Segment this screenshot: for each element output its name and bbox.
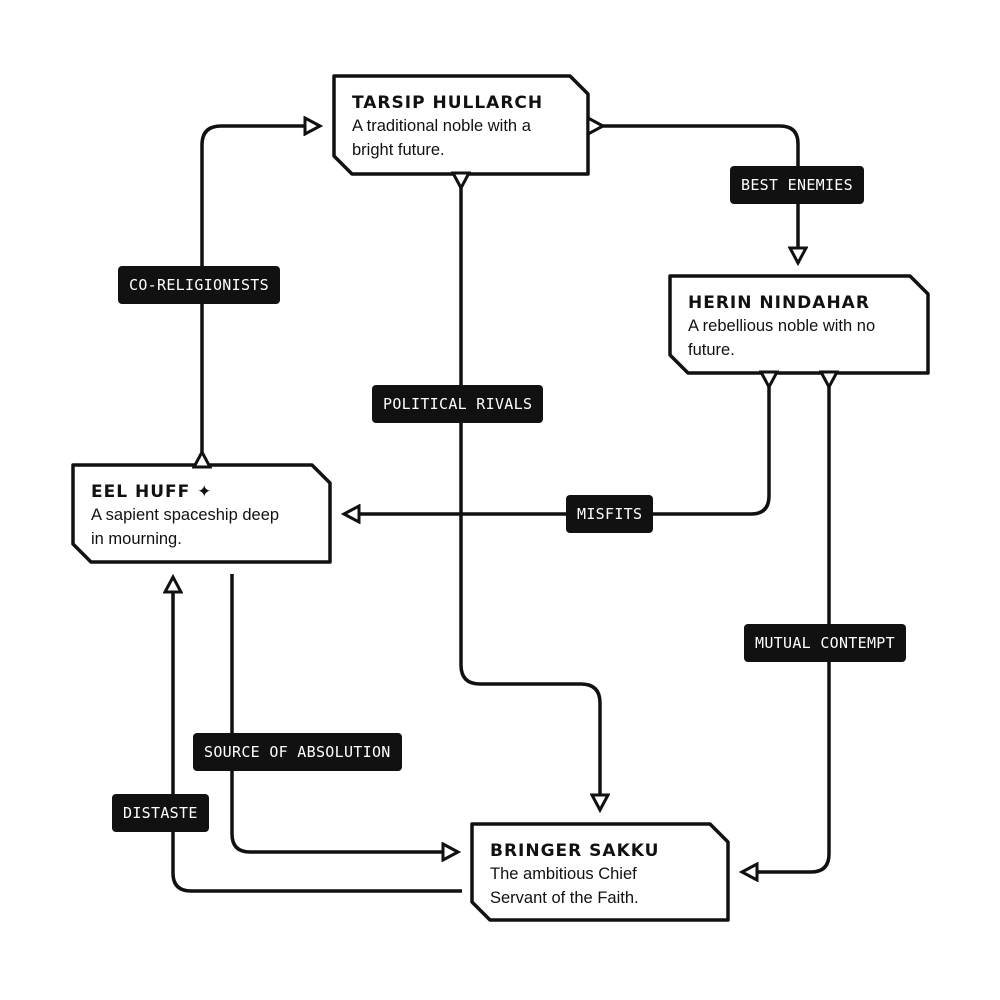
- character-card-bringer: BRINGER SAKKU The ambitious Chief Servan…: [472, 824, 728, 920]
- connector-mutual-contempt: [742, 387, 829, 872]
- character-card-eel: EEL HUFF ✦ A sapient spaceship deep in m…: [73, 465, 330, 562]
- relationship-label-co-religionists: CO-RELIGIONISTS: [118, 266, 280, 304]
- connector-political-rivals: [461, 188, 600, 810]
- relationship-label-distaste: DISTASTE: [112, 794, 209, 832]
- connector-distaste: [173, 577, 462, 893]
- connector-best-enemies: [603, 126, 798, 263]
- character-description: A rebellious noble with no future.: [688, 317, 876, 359]
- character-name-text: EEL HUFF: [91, 482, 191, 502]
- character-card-herin: HERIN NINDAHAR A rebellious noble with n…: [670, 276, 928, 373]
- character-name: TARSIP HULLARCH: [352, 93, 544, 113]
- character-description: A traditional noble with a bright future…: [352, 117, 531, 159]
- sparkle-icon: ✦: [197, 482, 213, 502]
- relationship-label-mutual-contempt: MUTUAL CONTEMPT: [744, 624, 906, 662]
- character-card-tarsip: TARSIP HULLARCH A traditional noble with…: [334, 76, 588, 174]
- character-description: The ambitious Chief Servant of the Faith…: [490, 865, 639, 907]
- character-description: A sapient spaceship deep in mourning.: [91, 506, 280, 548]
- character-name: EEL HUFF ✦: [91, 481, 312, 503]
- card-outline-herin: [668, 274, 930, 375]
- character-name: HERIN NINDAHAR: [688, 293, 870, 313]
- connector-co-religionists: [202, 126, 320, 452]
- relationship-label-best-enemies: BEST ENEMIES: [730, 166, 864, 204]
- relationship-label-source-of-absolution: SOURCE OF ABSOLUTION: [193, 733, 402, 771]
- relationship-label-political-rivals: POLITICAL RIVALS: [372, 385, 544, 423]
- relationship-label-misfits: MISFITS: [566, 495, 654, 533]
- character-name: BRINGER SAKKU: [490, 841, 660, 861]
- connector-source-of-absolution: [230, 574, 458, 852]
- card-outline-bringer: [470, 822, 730, 922]
